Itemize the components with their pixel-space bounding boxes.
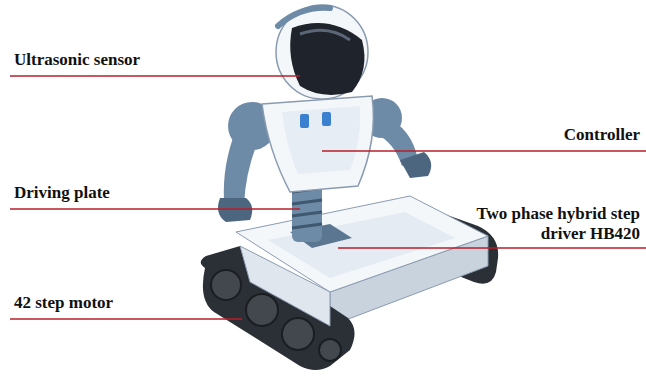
indicator (300, 114, 309, 128)
visor-glint (300, 30, 350, 40)
part-label: Two phase hybrid step driver HB420 (460, 204, 640, 244)
torso-controller (262, 96, 373, 192)
ultrasonic-visor (290, 23, 364, 95)
spring-coils (292, 188, 322, 228)
part-label: Driving plate (14, 183, 110, 203)
leader-lines (10, 76, 646, 319)
platform-front (240, 246, 330, 326)
right-hand (400, 152, 431, 178)
indicator (322, 112, 331, 126)
part-label: Controller (564, 125, 640, 145)
head (276, 5, 368, 99)
head-stripe (278, 8, 330, 26)
part-label: 42 step motor (14, 293, 113, 313)
part-label: Ultrasonic sensor (14, 50, 140, 70)
left-hand (218, 198, 252, 222)
front-track (201, 246, 355, 370)
torso-panel (282, 106, 360, 174)
